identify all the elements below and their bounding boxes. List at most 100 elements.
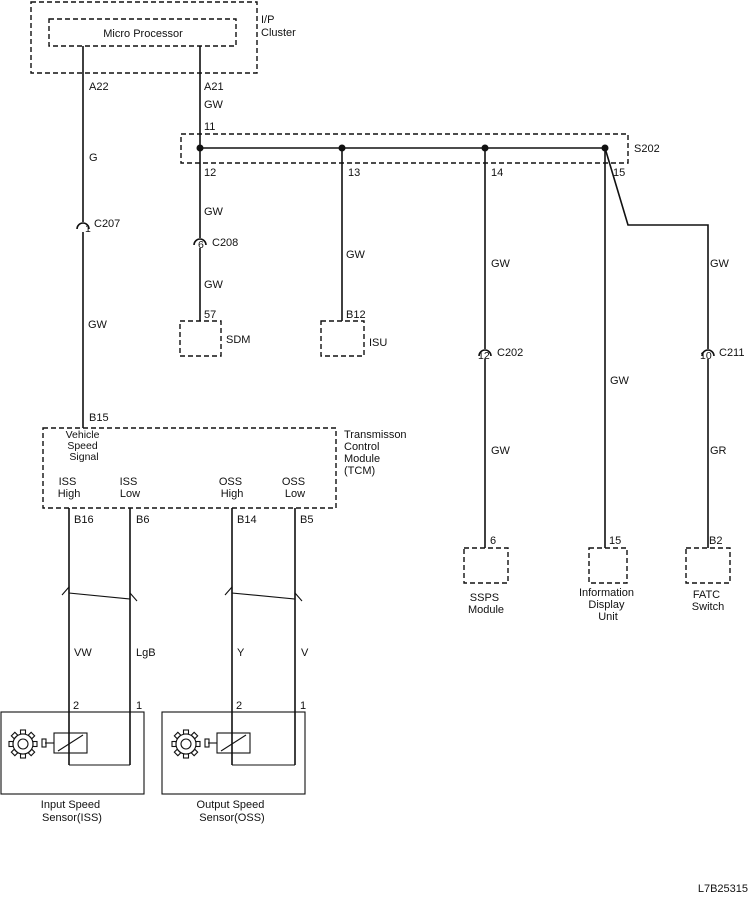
sdm-box xyxy=(179,320,222,357)
splice-pin-13: 13 xyxy=(348,167,360,179)
c211-connector xyxy=(701,349,715,357)
wire-label-gr-fatc: GR xyxy=(710,445,727,457)
oss-sensor-line-1: Output Speed xyxy=(197,799,265,811)
iss-coil-slash xyxy=(57,734,84,752)
tcm-label-line-3: Module xyxy=(344,453,380,465)
oss-coil-slash xyxy=(220,734,247,752)
fatc-box xyxy=(685,547,731,584)
isu-box xyxy=(320,320,365,357)
idu-label-line-1: Information xyxy=(579,587,634,599)
wire-label-gw-14a: GW xyxy=(491,258,511,270)
iss-pin-2: 2 xyxy=(73,700,79,712)
iss-sensor-line-2: Sensor(ISS) xyxy=(42,812,102,824)
c208-connector xyxy=(193,238,207,246)
oss-sensor-label: Output Speed Sensor(OSS) xyxy=(197,799,268,824)
idu-box xyxy=(588,547,628,584)
isu-pin: B12 xyxy=(346,309,366,321)
cluster-label-line-2: Cluster xyxy=(261,27,296,39)
tcm-pin-b14: B14 xyxy=(237,514,257,526)
tcm-label-line-1: Transmisson xyxy=(344,429,407,441)
wire-fatc xyxy=(604,147,709,349)
wire-label-lgb: LgB xyxy=(136,647,156,659)
oss-high-label: OSS High xyxy=(219,476,245,500)
vss-label: Vehicle Speed Signal xyxy=(66,429,103,463)
cluster-label: I/P Cluster xyxy=(261,14,296,39)
iss-high-line-2: High xyxy=(58,488,81,500)
sdm-pin: 57 xyxy=(204,309,216,321)
fatc-label: FATC Switch xyxy=(692,589,724,613)
wire-label-gw-c207: GW xyxy=(88,319,108,331)
iss-low-line-1: ISS xyxy=(120,476,138,488)
tcm-box xyxy=(42,427,337,509)
c207-label: C207 xyxy=(94,218,120,230)
iss-sensor-line-1: Input Speed xyxy=(41,799,100,811)
tcm-label-line-2: Control xyxy=(344,441,379,453)
tcm-pin-b16: B16 xyxy=(74,514,94,526)
tcm-pin-b5: B5 xyxy=(300,514,313,526)
iss-high-line-1: ISS xyxy=(59,476,77,488)
oss-pin-2: 2 xyxy=(236,700,242,712)
oss-high-line-1: OSS xyxy=(219,476,242,488)
s202-label: S202 xyxy=(634,143,660,155)
oss-sensor-line-2: Sensor(OSS) xyxy=(199,812,264,824)
wire-label-y: Y xyxy=(237,647,245,659)
tcm-label-line-4: (TCM) xyxy=(344,465,375,477)
iss-pin-1: 1 xyxy=(136,700,142,712)
oss-sensor-box xyxy=(161,711,306,795)
twist-marker-oss xyxy=(224,585,303,602)
wire-label-vw: VW xyxy=(74,647,92,659)
c202-pin: 12 xyxy=(478,350,490,362)
fatc-pin: B2 xyxy=(709,535,722,547)
splice-pin-14: 14 xyxy=(491,167,503,179)
micro-processor-label: Micro Processor xyxy=(103,28,183,40)
oss-gear-icon xyxy=(171,729,201,759)
c202-connector xyxy=(478,349,492,357)
oss-low-label: OSS Low xyxy=(282,476,308,500)
iss-gear-icon xyxy=(8,729,38,759)
idu-label: Information Display Unit xyxy=(579,587,637,623)
wire-label-gw-fatc: GW xyxy=(710,258,730,270)
splice-pin-11: 11 xyxy=(204,121,215,133)
vss-label-line-1: Vehicle xyxy=(66,429,100,441)
ssps-label-line-2: Module xyxy=(468,604,504,616)
oss-high-line-2: High xyxy=(221,488,244,500)
c211-label: C211 xyxy=(719,347,744,359)
idu-label-line-3: Unit xyxy=(598,611,618,623)
pin-a21: A21 xyxy=(204,81,224,93)
oss-pin-1: 1 xyxy=(300,700,306,712)
figure-id: L7B25315 xyxy=(698,883,748,895)
c207-connector xyxy=(76,222,90,230)
vss-label-line-2: Speed xyxy=(67,440,98,452)
oss-low-line-2: Low xyxy=(285,488,305,500)
s202-box xyxy=(180,133,629,164)
iss-low-label: ISS Low xyxy=(120,476,141,500)
iss-low-line-2: Low xyxy=(120,488,140,500)
wire-label-gw-a21: GW xyxy=(204,99,224,111)
pin-a22: A22 xyxy=(89,81,109,93)
c208-pin: 6 xyxy=(198,239,204,251)
idu-pin: 15 xyxy=(609,535,621,547)
wire-label-gw-14b: GW xyxy=(491,445,511,457)
splice-pin-12: 12 xyxy=(204,167,216,179)
isu-label: ISU xyxy=(369,337,387,349)
iss-coil-stub xyxy=(41,738,47,748)
oss-low-line-1: OSS xyxy=(282,476,305,488)
iss-high-label: ISS High xyxy=(58,476,81,500)
idu-label-line-2: Display xyxy=(588,599,625,611)
wire-label-gw-12a: GW xyxy=(204,206,224,218)
c207-pin: 1 xyxy=(85,223,91,235)
ssps-label: SSPS Module xyxy=(468,592,504,616)
wire-label-gw-13: GW xyxy=(346,249,366,261)
wire-label-gw-12b: GW xyxy=(204,279,224,291)
wire-label-v: V xyxy=(301,647,309,659)
wire-label-gw-15: GW xyxy=(610,375,630,387)
iss-sensor-box xyxy=(0,711,145,795)
c202-label: C202 xyxy=(497,347,523,359)
cluster-label-line-1: I/P xyxy=(261,14,274,26)
splice-pin-15: 15 xyxy=(613,167,625,179)
twist-marker-iss xyxy=(61,585,138,602)
iss-sensor-label: Input Speed Sensor(ISS) xyxy=(41,799,103,824)
fatc-label-line-2: Switch xyxy=(692,601,724,613)
c211-pin: 10 xyxy=(700,350,712,362)
